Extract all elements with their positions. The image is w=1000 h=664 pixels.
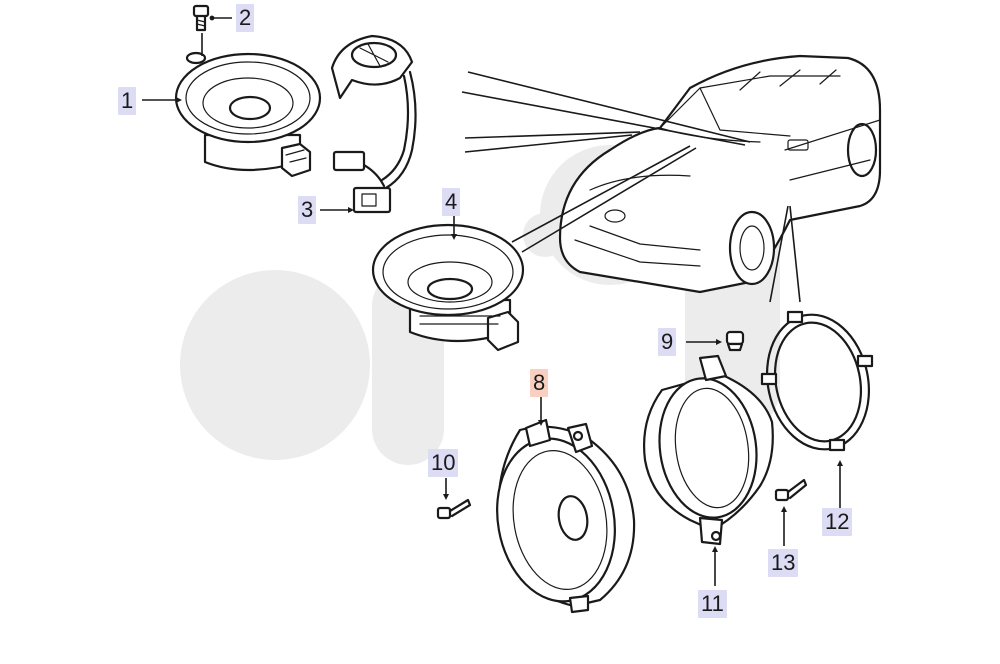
bracket-part-11 <box>643 354 774 546</box>
ring-part-12 <box>760 310 874 452</box>
screw-part-10 <box>436 498 472 520</box>
speaker-part-1 <box>174 51 322 178</box>
callout-13[interactable]: 13 <box>768 549 799 577</box>
callout-11[interactable]: 11 <box>698 590 727 618</box>
callout-10[interactable]: 10 <box>428 449 459 477</box>
callout-1[interactable]: 1 <box>118 87 137 115</box>
speaker-part-8 <box>496 418 636 614</box>
pointer-lines <box>461 71 801 303</box>
clip-part-9 <box>725 330 745 352</box>
harness-part-3 <box>330 34 417 214</box>
convertible-car <box>558 54 882 294</box>
screw-part-13 <box>774 478 808 502</box>
leader-lines <box>142 15 843 586</box>
screw-part-2 <box>192 4 210 32</box>
callout-12[interactable]: 12 <box>822 508 853 536</box>
callout-3[interactable]: 3 <box>298 196 317 224</box>
callout-4[interactable]: 4 <box>442 188 461 216</box>
callout-9[interactable]: 9 <box>658 328 677 356</box>
callout-2[interactable]: 2 <box>236 4 255 32</box>
speaker-part-4 <box>371 223 525 352</box>
callout-8[interactable]: 8 <box>530 369 549 397</box>
